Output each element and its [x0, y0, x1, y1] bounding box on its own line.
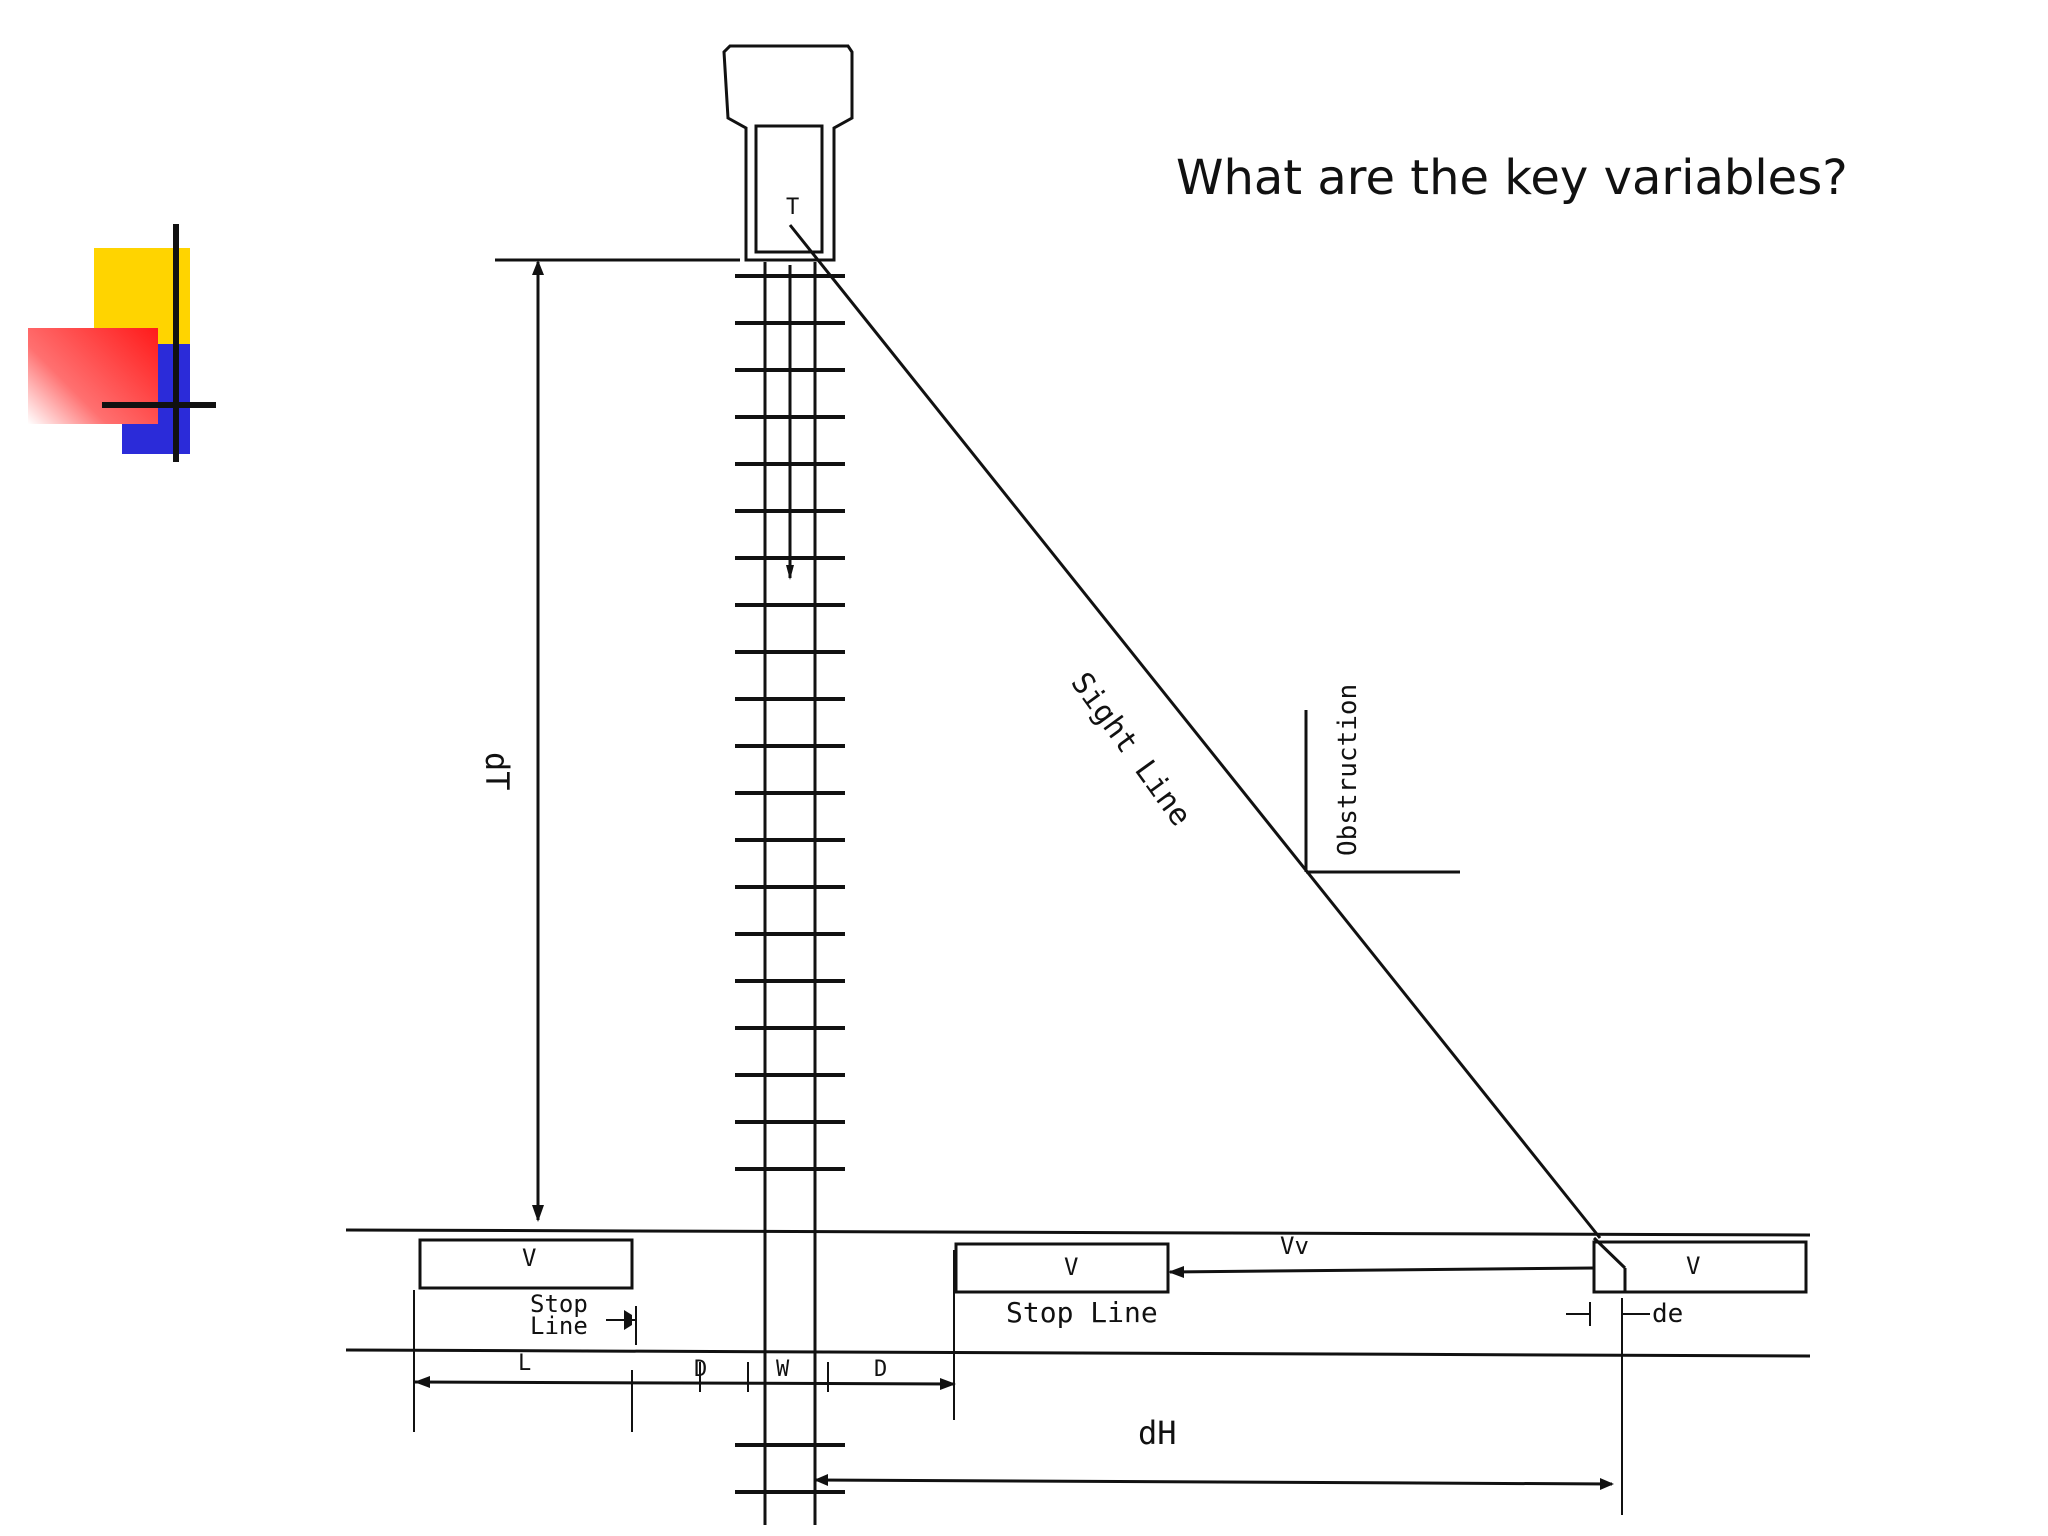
sight-line: [788, 224, 1602, 1239]
logo-vertical-line: [173, 224, 179, 462]
stop-line-mid-label: Stop Line: [1006, 1296, 1158, 1329]
stop-line-left-label-2: Line: [530, 1312, 588, 1340]
vehicle-left: [418, 1238, 634, 1290]
dt-label: dT: [478, 752, 516, 791]
train-label: T: [786, 195, 799, 220]
train-outline: [722, 44, 854, 262]
dimension-line-ldwd: [413, 1380, 955, 1386]
dim-d2-label: D: [874, 1357, 887, 1382]
vehicle-mid: [954, 1242, 1170, 1294]
de-label: de: [1652, 1299, 1683, 1329]
slide-question: What are the key variables?: [1176, 150, 1848, 206]
train-cab: [754, 124, 824, 254]
dim-w-label: W: [776, 1357, 790, 1382]
vehicle-left-label: V: [522, 1244, 536, 1272]
vehicle-speed-label: Vv: [1280, 1232, 1309, 1260]
vv-arrow: [1169, 1266, 1595, 1274]
dt-arrowhead-bottom: [532, 1205, 544, 1222]
dim-d1-label: D: [694, 1357, 707, 1382]
logo-horizontal-line: [102, 402, 216, 408]
dim-l-label: L: [518, 1351, 531, 1376]
road-edge-bottom: [345, 1348, 1811, 1358]
vv-arrowhead: [1168, 1266, 1184, 1278]
vehicle-mid-label: V: [1064, 1253, 1078, 1281]
vehicle-right-label: V: [1686, 1252, 1700, 1280]
dh-label: dH: [1138, 1414, 1177, 1452]
slide-logo: [28, 222, 216, 462]
sight-line-label: Sight Line: [1064, 666, 1198, 833]
obstruction-label: Obstruction: [1333, 684, 1363, 856]
road-edge-top: [345, 1228, 1811, 1237]
stop-line-left-label-1: Stop: [530, 1290, 588, 1318]
dh-dimension-line: [814, 1478, 1613, 1486]
vehicle-right: [1592, 1240, 1808, 1294]
logo-red-square: [28, 328, 158, 424]
dt-arrowhead-top: [532, 260, 544, 275]
